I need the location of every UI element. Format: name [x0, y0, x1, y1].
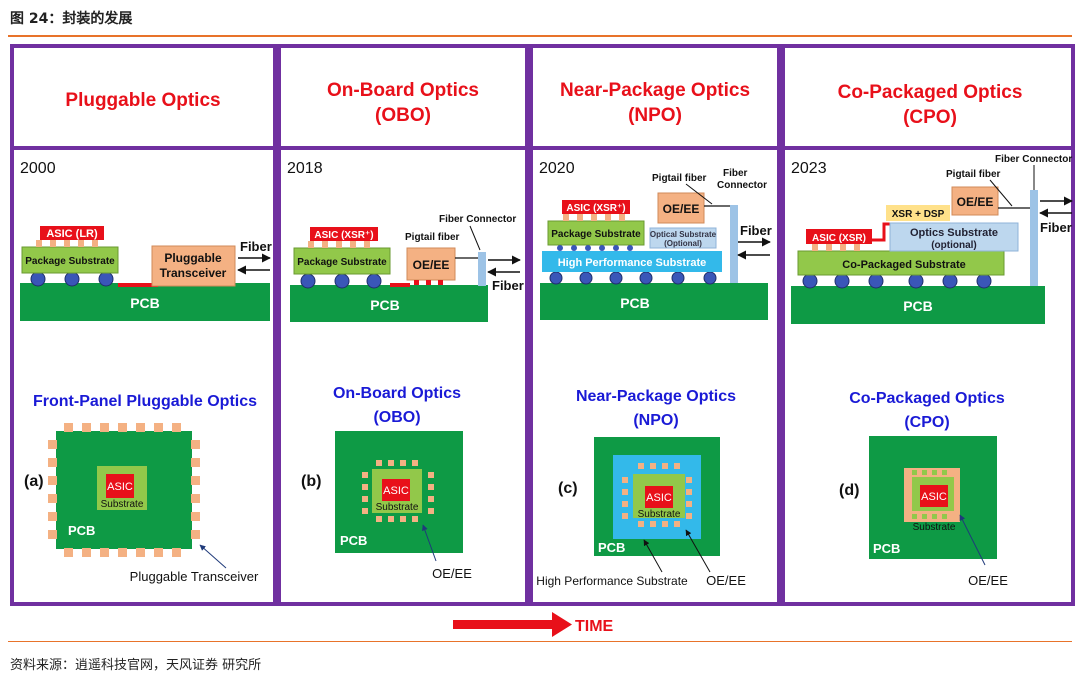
- svg-text:(Optional): (Optional): [664, 239, 702, 248]
- stage-4-pcb-label: PCB: [903, 298, 933, 314]
- stage-4-asic-label: ASIC (XSR): [812, 233, 866, 244]
- stage-4-year: 2023: [791, 160, 827, 177]
- stage-3-top-substrate: Substrate: [638, 509, 681, 520]
- stage-years: 2000 2018 2020 2023: [20, 160, 827, 177]
- stage-1-fiber-label: Fiber: [240, 239, 272, 254]
- source-divider: [8, 641, 1072, 642]
- stage-4-pigtail-label: Pigtail fiber: [946, 169, 1001, 180]
- stage-2-year: 2018: [287, 160, 323, 177]
- time-label: TIME: [575, 618, 614, 635]
- stage-1-caption: Front-Panel Pluggable Optics: [33, 393, 257, 410]
- svg-text:Transceiver: Transceiver: [160, 266, 227, 280]
- stage-1-top-substrate: Substrate: [101, 499, 144, 510]
- stage-2-top-asic: ASIC: [383, 485, 409, 497]
- stage-2-title-abbr: (OBO): [375, 105, 431, 126]
- stage-letters: (a) (b) (c) (d): [24, 473, 859, 499]
- stage-4-top-callout: OE/EE: [968, 573, 1008, 588]
- stage-3-hps-label: High Performance Substrate: [558, 257, 707, 269]
- stage-2-package-substrate-label: Package Substrate: [297, 257, 387, 268]
- svg-text:(OBO): (OBO): [373, 409, 420, 426]
- stage-1-package-substrate-label: Package Substrate: [25, 256, 115, 267]
- stage-2-asic-label: ASIC (XSR⁺): [314, 230, 373, 241]
- stage-3-fiber-label: Fiber: [740, 223, 772, 238]
- stage-2-letter: (b): [301, 473, 321, 490]
- time-arrow: TIME: [453, 612, 614, 637]
- stage-3-optical-substrate-label: Optical Substrate: [650, 230, 717, 239]
- caption-divider: [8, 35, 1072, 37]
- stage-1-pcb-label: PCB: [130, 295, 160, 311]
- stage-3-connector-label: Fiber: [723, 168, 748, 179]
- stage-1-title: Pluggable Optics: [65, 90, 220, 111]
- stage-captions: Front-Panel Pluggable Optics On-Board Op…: [33, 385, 1005, 431]
- stage-4-caption: Co-Packaged Optics: [849, 390, 1005, 407]
- stage-3-top-pcb: PCB: [598, 540, 625, 555]
- stage-3-pigtail-label: Pigtail fiber: [652, 173, 707, 184]
- stage-4-optics-substrate-label: Optics Substrate: [910, 227, 998, 239]
- stage-4-oe-label: OE/EE: [957, 195, 994, 209]
- source-note: 资料来源：逍遥科技官网，天风证券 研究所: [10, 658, 262, 673]
- stage-4-letter: (d): [839, 482, 859, 499]
- stage-4-top-asic: ASIC: [921, 491, 947, 503]
- stage-3-top-callout-oe: OE/EE: [706, 573, 746, 588]
- stage-3-title: Near-Package Optics: [560, 80, 750, 101]
- stage-3-title-abbr: (NPO): [628, 105, 682, 126]
- stage-4-title-abbr: (CPO): [903, 107, 957, 128]
- stage-3-pcb-label: PCB: [620, 295, 650, 311]
- stage-4-top-pcb: PCB: [873, 541, 900, 556]
- stage-1-asic-label: ASIC (LR): [46, 228, 98, 240]
- stage-3-letter: (c): [558, 480, 578, 497]
- stage-4-title: Co-Packaged Optics: [838, 82, 1023, 103]
- stage-3-top-view: ASIC Substrate PCB High Performance Subs…: [536, 437, 746, 588]
- stage-3-asic-label: ASIC (XSR⁺): [566, 203, 625, 214]
- stage-2-top-substrate: Substrate: [376, 502, 419, 513]
- stage-4-cross-section: PCB Co-Packaged Substrate ASIC (XSR) XSR…: [791, 154, 1073, 324]
- stage-4-fiber-label: Fiber: [1040, 220, 1072, 235]
- stage-2-connector-label: Fiber Connector: [439, 214, 516, 225]
- stage-1-top-pcb: PCB: [68, 523, 95, 538]
- stage-3-package-substrate-label: Package Substrate: [551, 229, 641, 240]
- stage-1-top-view: ASIC Substrate PCB Pluggable Transceiver: [48, 423, 259, 584]
- stage-2-pcb-label: PCB: [370, 297, 400, 313]
- stage-titles: Pluggable Optics On-Board Optics (OBO) N…: [65, 80, 1022, 128]
- svg-text:Connector: Connector: [717, 180, 767, 191]
- stage-3-cross-section: PCB High Performance Substrate Package S…: [540, 168, 772, 320]
- stage-2-top-pcb: PCB: [340, 533, 367, 548]
- stage-4-xsr-dsp-label: XSR + DSP: [892, 209, 945, 220]
- stage-1-year: 2000: [20, 160, 56, 177]
- stage-1-letter: (a): [24, 473, 44, 490]
- stage-frames: [10, 44, 1075, 606]
- stage-2-top-callout: OE/EE: [432, 566, 472, 581]
- stage-2-fiber-label: Fiber: [492, 278, 524, 293]
- svg-text:(optional): (optional): [931, 240, 977, 251]
- stage-2-oe-label: OE/EE: [413, 258, 450, 272]
- stage-2-cross-section: PCB Package Substrate ASIC (XSR⁺) OE/EE …: [290, 214, 524, 322]
- stage-4-top-substrate: Substrate: [913, 522, 956, 533]
- stage-4-connector-label: Fiber Connector: [995, 154, 1072, 165]
- stage-2-title: On-Board Optics: [327, 80, 479, 101]
- figure-caption: 图 24：封装的发展: [10, 11, 133, 27]
- stage-1-top-callout: Pluggable Transceiver: [130, 569, 259, 584]
- stage-3-top-callout-hps: High Performance Substrate: [536, 574, 688, 588]
- stage-2-caption: On-Board Optics: [333, 385, 461, 402]
- stage-3-oe-label: OE/EE: [663, 202, 700, 216]
- svg-text:(NPO): (NPO): [633, 412, 678, 429]
- stage-1-transceiver-label: Pluggable: [164, 251, 222, 265]
- stage-4-top-view: ASIC Substrate PCB OE/EE: [869, 436, 1008, 588]
- stage-1-top-asic: ASIC: [107, 481, 133, 493]
- stage-3-year: 2020: [539, 160, 575, 177]
- stage-2-top-view: ASIC Substrate PCB OE/EE: [335, 431, 472, 581]
- stage-3-caption: Near-Package Optics: [576, 388, 736, 405]
- stage-2-pigtail-label: Pigtail fiber: [405, 232, 460, 243]
- stage-4-cps-label: Co-Packaged Substrate: [842, 259, 965, 271]
- svg-text:(CPO): (CPO): [904, 414, 949, 431]
- stage-3-top-asic: ASIC: [646, 492, 672, 504]
- stage-1-cross-section: PCB Package Substrate ASIC (LR) Pluggabl…: [20, 226, 272, 321]
